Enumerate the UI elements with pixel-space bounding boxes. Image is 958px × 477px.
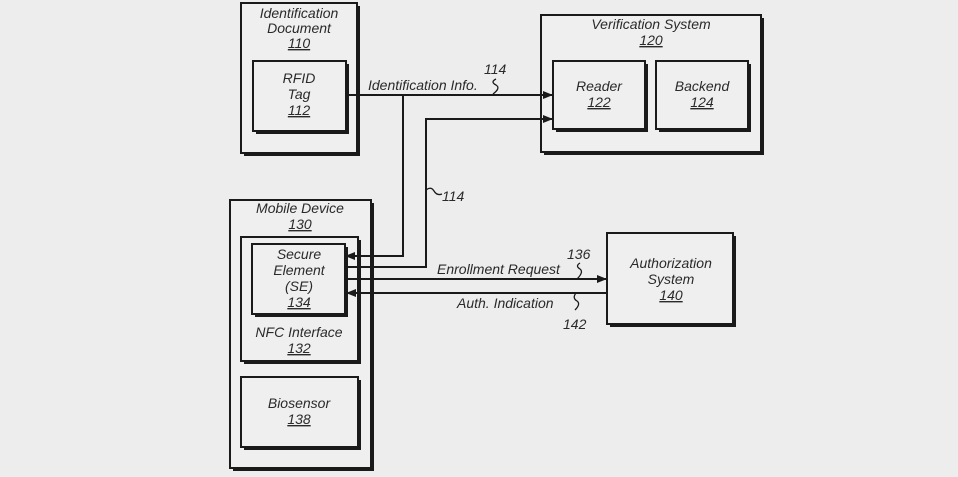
reader-number: 122 bbox=[587, 94, 611, 110]
rfid-tag-block: RFID Tag 112 bbox=[252, 60, 349, 134]
enrollment-request-connection: Enrollment Request 136 bbox=[346, 246, 607, 283]
identification-info-branch-to-se bbox=[345, 95, 404, 260]
backend-block: Backend 124 bbox=[655, 60, 751, 132]
authorization-system-title-1: Authorization bbox=[629, 255, 712, 271]
secure-element-title-1: Secure bbox=[277, 246, 322, 262]
se-to-reader-leader bbox=[425, 187, 443, 196]
authorization-system-block: Authorization System 140 bbox=[606, 232, 736, 327]
mobile-device-number: 130 bbox=[288, 216, 312, 232]
biosensor-block: Biosensor 138 bbox=[240, 376, 361, 450]
nfc-interface-number: 132 bbox=[287, 340, 311, 356]
enrollment-request-ref: 136 bbox=[567, 246, 591, 262]
verification-system-title: Verification System bbox=[591, 16, 711, 32]
secure-element-title-3: (SE) bbox=[285, 278, 313, 294]
identification-info-connection: Identification Info. 114 bbox=[345, 61, 553, 260]
identification-document-title-2: Document bbox=[267, 20, 332, 36]
identification-info-ref: 114 bbox=[484, 61, 507, 77]
secure-element-title-2: Element bbox=[273, 262, 325, 278]
secure-element-block: Secure Element (SE) 134 bbox=[251, 243, 348, 317]
reader-block: Reader 122 bbox=[552, 60, 648, 132]
rfid-tag-title-1: RFID bbox=[283, 70, 316, 86]
rfid-tag-number: 112 bbox=[288, 102, 311, 118]
mobile-device-title: Mobile Device bbox=[256, 200, 344, 216]
auth-indication-label: Auth. Indication bbox=[456, 295, 554, 311]
identification-document-number: 110 bbox=[288, 35, 311, 51]
se-to-reader-ref: 114 bbox=[442, 188, 465, 204]
verification-system-number: 120 bbox=[639, 32, 663, 48]
nfc-interface-title: NFC Interface bbox=[255, 324, 342, 340]
secure-element-number: 134 bbox=[287, 294, 311, 310]
enrollment-request-label: Enrollment Request bbox=[437, 261, 561, 277]
backend-title: Backend bbox=[675, 78, 731, 94]
se-to-reader-connection: 114 bbox=[346, 115, 553, 268]
auth-indication-leader bbox=[573, 292, 580, 311]
reader-title: Reader bbox=[576, 78, 623, 94]
auth-indication-ref: 142 bbox=[563, 316, 587, 332]
identification-info-label: Identification Info. bbox=[368, 77, 478, 93]
authorization-system-title-2: System bbox=[648, 271, 695, 287]
authorization-system-number: 140 bbox=[659, 287, 683, 303]
identification-document-title-1: Identification bbox=[260, 5, 339, 21]
se-to-reader-arrow bbox=[346, 115, 553, 268]
identification-info-leader bbox=[492, 78, 499, 95]
auth-indication-connection: Auth. Indication 142 bbox=[346, 289, 607, 332]
biosensor-number: 138 bbox=[287, 411, 311, 427]
rfid-tag-title-2: Tag bbox=[288, 86, 311, 102]
biosensor-title: Biosensor bbox=[268, 395, 332, 411]
backend-number: 124 bbox=[690, 94, 714, 110]
enrollment-request-leader bbox=[576, 262, 583, 280]
